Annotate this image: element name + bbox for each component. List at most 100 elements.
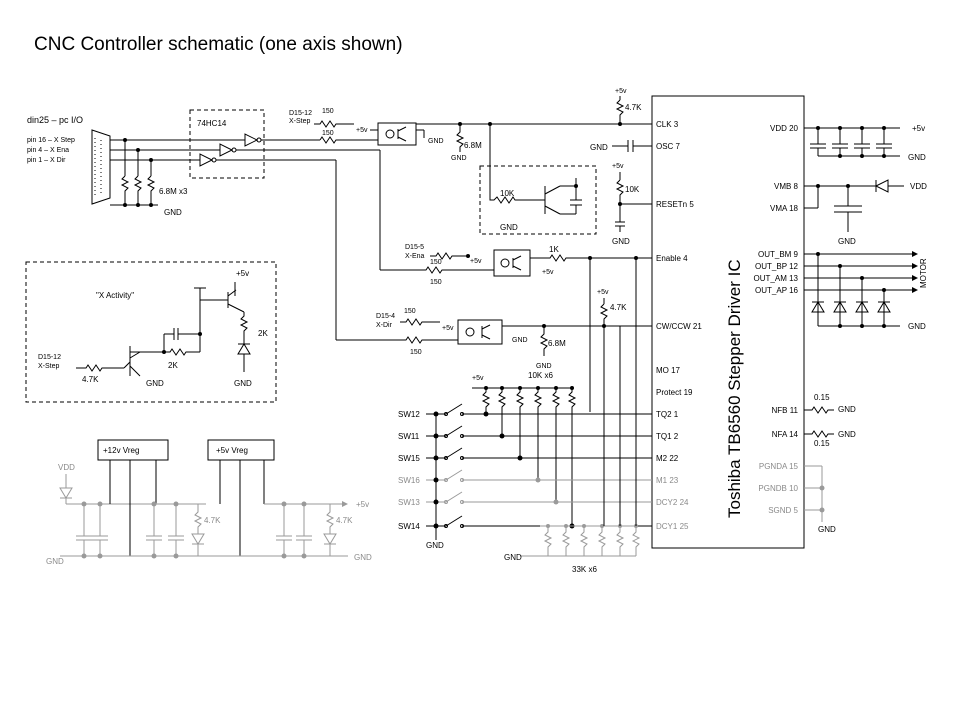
ic-pin-out-bm: OUT_BM 9 <box>758 250 799 259</box>
pulldown-label: 6.8M x3 <box>159 187 188 196</box>
svg-text:GND: GND <box>504 553 522 562</box>
reg-12v-label: +12v Vreg <box>103 446 139 455</box>
svg-text:4.7K: 4.7K <box>625 103 642 112</box>
svg-text:VDD: VDD <box>910 182 927 191</box>
reset-circuit: 10K GND +5v 10K GND <box>479 160 652 246</box>
svg-text:MOTOR: MOTOR <box>919 258 928 288</box>
switch-sw15: SW15 <box>398 454 420 463</box>
svg-text:150: 150 <box>410 349 422 356</box>
inverter-label: 74HC14 <box>197 119 227 128</box>
svg-text:GND: GND <box>590 143 608 152</box>
ic-pin-out-ap: OUT_AP 16 <box>755 286 799 295</box>
ic-pin-clk: CLK 3 <box>656 120 679 129</box>
svg-text:10K: 10K <box>625 185 640 194</box>
svg-text:GND: GND <box>838 405 856 414</box>
ic-pin-protect: Protect 19 <box>656 388 693 397</box>
svg-text:+5v: +5v <box>356 500 369 509</box>
switch-sw14: SW14 <box>398 522 420 531</box>
svg-text:GND: GND <box>536 363 552 370</box>
svg-text:+5v: +5v <box>615 88 627 95</box>
switch-sw13: SW13 <box>398 498 420 507</box>
svg-text:6.8M: 6.8M <box>464 141 482 150</box>
opto-dir-input: D15-4 X-Dir 150 150 +5v GND 6.8M GND +5v… <box>336 289 652 370</box>
connector-pin-16: pin 16 – X Step <box>27 137 75 144</box>
svg-text:GND: GND <box>354 553 372 562</box>
svg-text:X-Ena: X-Ena <box>405 253 425 260</box>
svg-text:GND: GND <box>908 322 926 331</box>
clk-pullup: +5v 4.7K <box>615 88 642 126</box>
ic-pin-mo: MO 17 <box>656 366 681 375</box>
ic-pin-out-bp: OUT_BP 12 <box>755 262 799 271</box>
svg-text:GND: GND <box>838 237 856 246</box>
connector-pin-1: pin 1 – X Dir <box>27 157 66 164</box>
svg-text:GND: GND <box>428 138 444 145</box>
svg-text:4.7K: 4.7K <box>204 516 221 525</box>
ic-pin-m1: M1 23 <box>656 476 679 485</box>
svg-text:GND: GND <box>908 153 926 162</box>
power-regulators: +12v Vreg +5v Vreg VDD +5v GND GND 4.7K … <box>46 439 372 566</box>
ic-pin-dcy1: DCY1 25 <box>656 522 689 531</box>
reg-5v-label: +5v Vreg <box>216 446 248 455</box>
ic-pin-resetn: RESETn 5 <box>656 200 694 209</box>
activity-led-circuit: "X Activity" +5v 2K GND 2K D15-12 X-Step… <box>25 261 277 403</box>
svg-text:+5v: +5v <box>612 163 624 170</box>
ic-pin-nfa: NFA 14 <box>772 430 799 439</box>
tb6560-ic: Toshiba TB6560 Stepper Driver IC CLK 3 OS… <box>651 95 805 549</box>
svg-text:0.15: 0.15 <box>814 393 830 402</box>
svg-text:1K: 1K <box>549 245 559 254</box>
svg-text:X-Step: X-Step <box>38 363 60 370</box>
ic-pin-out-am: OUT_AM 13 <box>754 274 799 283</box>
svg-text:150: 150 <box>322 108 334 115</box>
db25-connector: din25 – pc I/O pin 16 – X Step pin 4 – X… <box>27 115 245 217</box>
connector-pin-4: pin 4 – X Ena <box>27 147 69 154</box>
motor-outputs: MOTOR GND <box>804 251 928 331</box>
svg-text:GND: GND <box>838 430 856 439</box>
svg-text:+5v: +5v <box>912 124 925 133</box>
svg-text:GND: GND <box>426 541 444 550</box>
ic-pin-vma: VMA 18 <box>770 204 799 213</box>
svg-text:4.7K: 4.7K <box>82 375 99 384</box>
osc-capacitor: GND <box>590 140 652 152</box>
svg-text:+5v: +5v <box>542 269 554 276</box>
svg-text:+5v: +5v <box>472 375 484 382</box>
svg-text:150: 150 <box>404 308 416 315</box>
svg-text:+5v: +5v <box>470 258 482 265</box>
ic-name: Toshiba TB6560 Stepper Driver IC <box>725 259 744 518</box>
svg-text:GND: GND <box>146 379 164 388</box>
svg-text:+5v: +5v <box>236 269 249 278</box>
ic-pin-cw-ccw: CW/CCW 21 <box>656 322 702 331</box>
opto-enable-input: D15-5 X-Ena 150 150 +5v +5v 1K <box>380 244 652 286</box>
svg-text:2K: 2K <box>258 329 268 338</box>
switch-sw12: SW12 <box>398 410 420 419</box>
ic-pin-dcy2: DCY2 24 <box>656 498 689 507</box>
svg-text:10K x6: 10K x6 <box>528 371 553 380</box>
svg-text:4.7K: 4.7K <box>610 303 627 312</box>
svg-text:+5v: +5v <box>442 325 454 332</box>
svg-text:+5v: +5v <box>356 127 368 134</box>
page-title: CNC Controller schematic (one axis shown… <box>34 34 403 55</box>
svg-text:150: 150 <box>430 279 442 286</box>
svg-text:X-Step: X-Step <box>289 118 311 125</box>
svg-text:GND: GND <box>612 237 630 246</box>
svg-text:X-Dir: X-Dir <box>376 322 393 329</box>
svg-text:10K: 10K <box>500 189 515 198</box>
svg-text:0.15: 0.15 <box>814 439 830 448</box>
switch-sw16: SW16 <box>398 476 420 485</box>
svg-text:4.7K: 4.7K <box>336 516 353 525</box>
vdd-decoupling: +5v GND <box>804 124 926 162</box>
svg-text:6.8M: 6.8M <box>548 339 566 348</box>
svg-text:GND: GND <box>500 223 518 232</box>
svg-text:+5v: +5v <box>597 289 609 296</box>
ic-pin-pgnda: PGNDA 15 <box>759 462 799 471</box>
ic-pin-osc: OSC 7 <box>656 142 681 151</box>
connector-gnd: GND <box>164 208 182 217</box>
svg-text:GND: GND <box>818 525 836 534</box>
ic-pin-m2: M2 22 <box>656 454 679 463</box>
svg-text:33K x6: 33K x6 <box>572 565 597 574</box>
ic-pin-vmb: VMB 8 <box>774 182 799 191</box>
svg-text:D15-12: D15-12 <box>38 354 61 361</box>
